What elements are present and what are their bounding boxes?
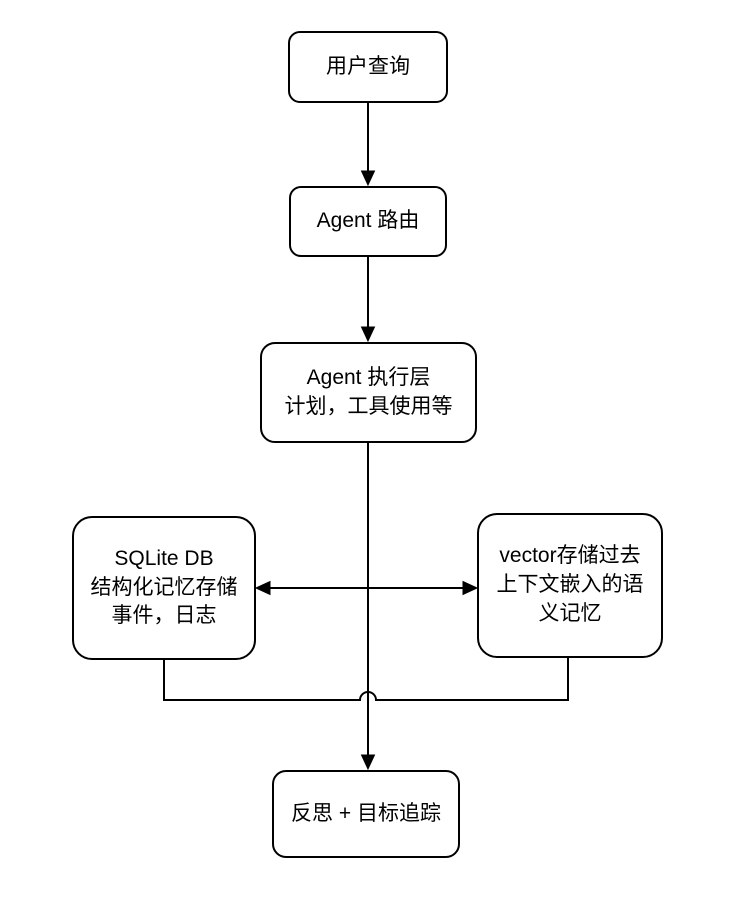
node-vector-store-label: vector存储过去 上下文嵌入的语 义记忆 (496, 544, 644, 625)
edge-user-query-to-agent-router (360, 103, 376, 187)
edge-agent-exec-to-reflection (360, 443, 376, 771)
node-reflection: 反思 + 目标追踪 (272, 770, 460, 858)
edge-sqlite-db-vector-store-bidirectional (254, 580, 479, 596)
node-user-query-label: 用户查询 (326, 54, 410, 78)
edge-stores-merge-line (163, 658, 569, 701)
node-reflection-label: 反思 + 目标追踪 (291, 801, 441, 825)
arrowhead-left-icon (254, 580, 271, 596)
node-vector-store: vector存储过去 上下文嵌入的语 义记忆 (477, 513, 663, 658)
node-agent-router-label: Agent 路由 (316, 209, 420, 233)
node-sqlite-db-label: SQLite DB 结构化记忆存储 事件，日志 (90, 546, 238, 628)
arrowhead-right-icon (462, 580, 479, 596)
node-agent-router: Agent 路由 (289, 186, 447, 257)
node-agent-exec-label: Agent 执行层 计划，工具使用等 (284, 365, 453, 418)
node-sqlite-db: SQLite DB 结构化记忆存储 事件，日志 (72, 516, 256, 660)
node-user-query: 用户查询 (288, 31, 448, 103)
arrowhead-down-icon (360, 170, 376, 187)
node-agent-exec: Agent 执行层 计划，工具使用等 (260, 342, 477, 443)
arrowhead-down-icon (360, 326, 376, 343)
arrowhead-down-icon (360, 754, 376, 771)
edge-agent-router-to-agent-exec (360, 257, 376, 343)
